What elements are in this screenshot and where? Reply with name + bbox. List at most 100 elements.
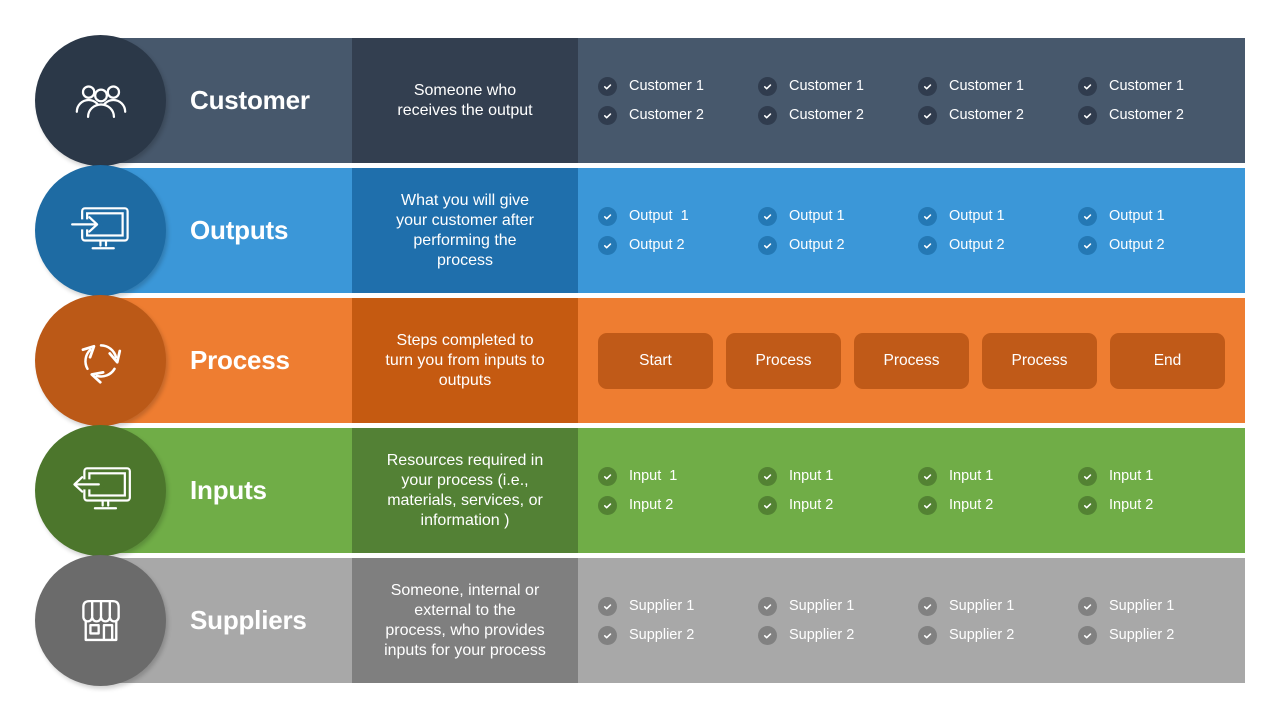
row-inputs: Inputs Resources required in your proces… xyxy=(0,425,1280,556)
checklist-column: Supplier 1 Supplier 2 xyxy=(1078,596,1238,645)
icon-circle xyxy=(35,425,166,556)
check-icon xyxy=(758,466,777,486)
checklist-column: Customer 1 Customer 2 xyxy=(598,76,758,125)
row-description-text: What you will give your customer after p… xyxy=(396,191,534,269)
row-process: Process Steps completed to turn you from… xyxy=(0,295,1280,426)
icon-circle xyxy=(35,165,166,296)
checklist-item-label: Supplier 2 xyxy=(789,627,855,643)
row-band xyxy=(100,38,1245,163)
checklist-item: Output 2 xyxy=(758,235,918,255)
checklist-item-label: Supplier 1 xyxy=(949,598,1015,614)
row-title: Outputs xyxy=(190,215,289,245)
checklist-item: Supplier 2 xyxy=(758,625,918,645)
row-description: Someone who receives the output xyxy=(352,38,578,163)
checklist-item-label: Input 2 xyxy=(1109,497,1154,513)
check-icon xyxy=(1078,76,1097,96)
checklist-item: Output 1 xyxy=(918,206,1078,226)
check-icon xyxy=(598,76,617,96)
checklist-item-label: Output 1 xyxy=(949,208,1005,224)
checklist-item-label: Customer 1 xyxy=(949,78,1024,94)
check-icon xyxy=(918,105,937,125)
checklist-item: Input 1 xyxy=(598,466,758,486)
checklist: Customer 1 Customer 2 Customer 1 Custome… xyxy=(578,38,1245,163)
row-customer: Customer Someone who receives the output… xyxy=(0,35,1280,166)
checklist-item-label: Supplier 1 xyxy=(629,598,695,614)
checklist-item: Customer 1 xyxy=(1078,76,1238,96)
checklist-item: Supplier 1 xyxy=(598,596,758,616)
checklist-column: Supplier 1 Supplier 2 xyxy=(598,596,758,645)
checklist-item: Customer 1 xyxy=(918,76,1078,96)
check-icon xyxy=(1078,206,1097,226)
store-icon xyxy=(75,597,127,644)
checklist-item: Input 1 xyxy=(918,466,1078,486)
checklist-item-label: Customer 2 xyxy=(789,107,864,123)
checklist-item-label: Input 2 xyxy=(629,497,674,513)
checklist: Output 1 Output 2 Output 1 Output 2 Outp… xyxy=(578,168,1245,293)
row-title: Suppliers xyxy=(190,605,307,635)
checklist-column: Input 1 Input 2 xyxy=(918,466,1078,515)
check-icon xyxy=(758,625,777,645)
row-band xyxy=(100,428,1245,553)
checklist-item: Supplier 2 xyxy=(598,625,758,645)
checklist-item: Customer 2 xyxy=(598,105,758,125)
row-description: Steps completed to turn you from inputs … xyxy=(352,298,578,423)
checklist-item: Output 2 xyxy=(918,235,1078,255)
row-title: Process xyxy=(190,345,290,375)
check-icon xyxy=(1078,625,1097,645)
icon-circle xyxy=(35,555,166,686)
checklist: Supplier 1 Supplier 2 Supplier 1 Supplie… xyxy=(578,558,1245,683)
checklist-item: Customer 2 xyxy=(758,105,918,125)
checklist-item: Output 1 xyxy=(1078,206,1238,226)
check-icon xyxy=(918,495,937,515)
checklist-item-label: Input 1 xyxy=(949,468,994,484)
checklist-item-label: Supplier 1 xyxy=(1109,598,1175,614)
check-icon xyxy=(918,466,937,486)
row-description: What you will give your customer after p… xyxy=(352,168,578,293)
row-band xyxy=(100,168,1245,293)
checklist-item: Input 1 xyxy=(1078,466,1238,486)
icon-circle xyxy=(35,295,166,426)
checklist-item-label: Input 1 xyxy=(1109,468,1154,484)
checklist-item-label: Supplier 2 xyxy=(629,627,695,643)
people-icon xyxy=(74,80,128,121)
checklist-item: Customer 2 xyxy=(918,105,1078,125)
checklist-column: Input 1 Input 2 xyxy=(758,466,918,515)
process-step: Process xyxy=(854,332,969,389)
checklist-column: Supplier 1 Supplier 2 xyxy=(918,596,1078,645)
check-icon xyxy=(598,235,617,255)
checklist-item-label: Input 2 xyxy=(789,497,834,513)
checklist-item-label: Customer 2 xyxy=(949,107,1024,123)
check-icon xyxy=(1078,235,1097,255)
checklist-column: Supplier 1 Supplier 2 xyxy=(758,596,918,645)
check-icon xyxy=(598,105,617,125)
checklist-item-label: Output 1 xyxy=(1109,208,1165,224)
checklist-item: Supplier 1 xyxy=(758,596,918,616)
process-step: Process xyxy=(726,332,841,389)
checklist-item: Input 2 xyxy=(1078,495,1238,515)
check-icon xyxy=(918,206,937,226)
checklist-item-label: Input 1 xyxy=(629,468,678,484)
checklist-item: Supplier 1 xyxy=(918,596,1078,616)
check-icon xyxy=(758,495,777,515)
checklist-item-label: Input 1 xyxy=(789,468,834,484)
row-description-text: Someone, internal or external to the pro… xyxy=(384,581,546,659)
check-icon xyxy=(918,235,937,255)
checklist-column: Output 1 Output 2 xyxy=(598,206,758,255)
row-description: Someone, internal or external to the pro… xyxy=(352,558,578,683)
row-content: Input 1 Input 2 Input 1 Input 2 Input 1 … xyxy=(578,428,1245,553)
checklist-item-label: Output 2 xyxy=(949,237,1005,253)
row-description-text: Steps completed to turn you from inputs … xyxy=(385,331,545,389)
checklist-item-label: Output 2 xyxy=(629,237,685,253)
checklist: Input 1 Input 2 Input 1 Input 2 Input 1 … xyxy=(578,428,1245,553)
checklist-item: Customer 2 xyxy=(1078,105,1238,125)
process-step: End xyxy=(1110,332,1225,389)
row-title: Customer xyxy=(190,85,310,115)
checklist-column: Output 1 Output 2 xyxy=(758,206,918,255)
checklist-item-label: Supplier 2 xyxy=(1109,627,1175,643)
check-icon xyxy=(1078,596,1097,616)
row-title: Inputs xyxy=(190,475,267,505)
checklist-item: Customer 1 xyxy=(758,76,918,96)
check-icon xyxy=(918,625,937,645)
